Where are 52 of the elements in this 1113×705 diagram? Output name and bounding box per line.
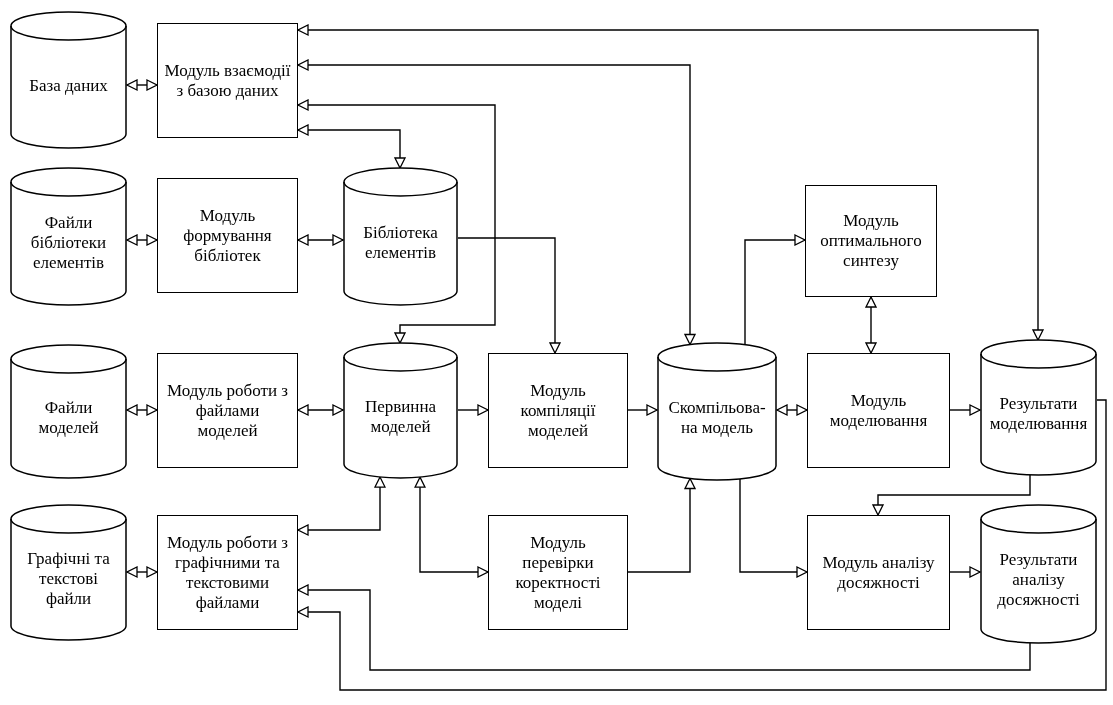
arrow bbox=[414, 476, 489, 578]
arrow bbox=[457, 404, 489, 416]
arrow bbox=[297, 59, 696, 346]
arrow bbox=[627, 404, 658, 416]
arrow bbox=[297, 476, 386, 536]
process-box bbox=[157, 178, 298, 293]
arrow bbox=[126, 404, 158, 416]
arrow bbox=[744, 234, 806, 346]
arrow bbox=[865, 296, 877, 354]
arrow bbox=[297, 99, 496, 344]
node-label: Графічні та текстові файли bbox=[26, 548, 111, 609]
arrow bbox=[297, 24, 1044, 341]
arrow bbox=[126, 566, 158, 578]
node-label: Скомпільова- на модель bbox=[667, 397, 767, 438]
process-box bbox=[157, 353, 298, 468]
process-box bbox=[157, 23, 298, 138]
arrow bbox=[297, 124, 406, 169]
arrow bbox=[739, 478, 808, 578]
process-box bbox=[157, 515, 298, 630]
node-label: Модуль формування бібліотек bbox=[182, 205, 273, 266]
node-label: Модуль перевірки коректності моделі bbox=[514, 532, 602, 613]
node-label: Бібліотека елементів bbox=[362, 222, 439, 263]
process-box bbox=[488, 353, 628, 468]
arrow bbox=[126, 79, 158, 91]
node-label: Модуль моделювання bbox=[828, 390, 929, 431]
node-label: Модуль роботи з файлами моделей bbox=[166, 380, 289, 441]
process-box bbox=[807, 515, 950, 630]
node-label: Модуль компіляції моделей bbox=[519, 380, 597, 441]
arrow bbox=[457, 237, 561, 354]
node-label: Первинна моделей bbox=[363, 396, 438, 437]
node-label: Файли моделей bbox=[37, 397, 100, 438]
arrow bbox=[872, 474, 1031, 516]
node-label: Результати моделювання bbox=[988, 393, 1089, 434]
node-label: Модуль роботи з графічними та текстовими файлами bbox=[166, 532, 289, 613]
node-label: Модуль взаємодії з базою даних bbox=[163, 60, 292, 101]
arrow bbox=[776, 404, 808, 416]
arrow bbox=[949, 566, 981, 578]
arrow bbox=[297, 234, 344, 246]
node-label: Результати аналізу досяжності bbox=[996, 550, 1081, 610]
node-label: Модуль оптимального синтезу bbox=[819, 211, 923, 271]
arrow bbox=[126, 234, 158, 246]
arrow bbox=[949, 404, 981, 416]
node-label: База даних bbox=[28, 76, 109, 96]
arrow bbox=[627, 477, 696, 573]
process-box bbox=[488, 515, 628, 630]
process-box bbox=[805, 185, 937, 297]
node-label: Модуль аналізу досяжності bbox=[821, 552, 936, 593]
arrow bbox=[297, 404, 344, 416]
node-label: Файли бібліотеки елементів bbox=[29, 212, 108, 273]
arrow bbox=[297, 399, 1107, 691]
arrow bbox=[297, 584, 1031, 671]
process-box bbox=[807, 353, 950, 468]
